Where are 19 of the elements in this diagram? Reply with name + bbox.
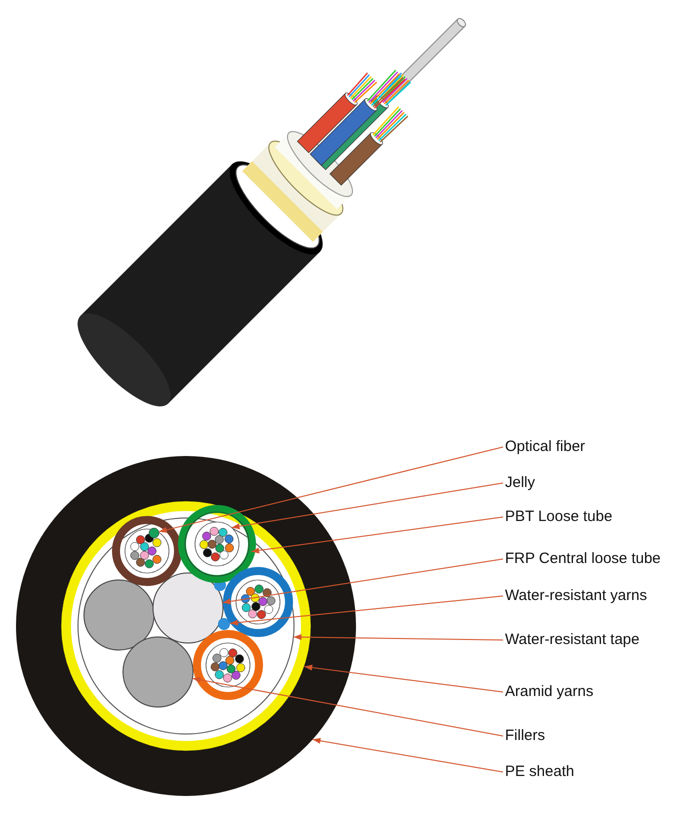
part-label: PBT Loose tube: [505, 508, 612, 526]
part-label: Aramid yarns: [505, 683, 594, 701]
leader-line: [292, 634, 504, 640]
leader-line: [231, 482, 504, 530]
leader-line: [229, 596, 504, 626]
leader-line: [192, 676, 504, 736]
part-label: PE sheath: [505, 763, 574, 781]
part-label: FRP Central loose tube: [505, 550, 661, 568]
part-label: Fillers: [505, 727, 545, 745]
leader-line: [158, 446, 504, 533]
leader-line: [312, 738, 504, 772]
leader-line: [304, 664, 504, 692]
part-label: Optical fiber: [505, 438, 586, 456]
part-label: Jelly: [505, 474, 536, 492]
loose-tube: [178, 505, 256, 583]
part-label: Water-resistant yarns: [505, 587, 647, 605]
leader-line: [250, 516, 504, 554]
leader-line: [222, 558, 504, 604]
part-label: Water-resistant tape: [505, 631, 640, 649]
